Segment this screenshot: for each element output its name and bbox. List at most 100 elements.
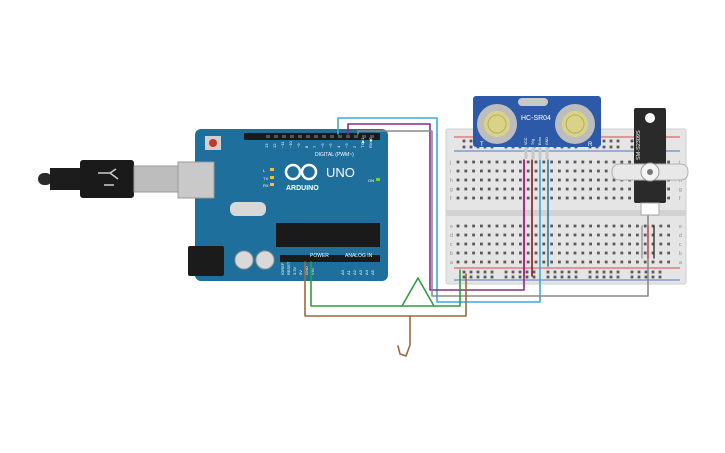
- breadboard-hole[interactable]: [487, 224, 491, 228]
- breadboard-hole[interactable]: [604, 242, 608, 246]
- breadboard-hole[interactable]: [581, 187, 585, 191]
- breadboard-hole[interactable]: [456, 260, 460, 264]
- digital-pin[interactable]: [274, 135, 278, 138]
- breadboard-hole[interactable]: [573, 233, 577, 237]
- rail-hole[interactable]: [567, 270, 571, 274]
- breadboard-hole[interactable]: [519, 224, 522, 228]
- breadboard-hole[interactable]: [628, 160, 631, 164]
- breadboard-hole[interactable]: [659, 224, 663, 228]
- breadboard-hole[interactable]: [519, 251, 522, 255]
- breadboard-hole[interactable]: [456, 169, 460, 173]
- digital-pin[interactable]: [314, 135, 318, 138]
- breadboard-hole[interactable]: [636, 233, 639, 237]
- digital-pin[interactable]: [306, 135, 310, 138]
- breadboard-hole[interactable]: [511, 160, 514, 164]
- rail-hole[interactable]: [595, 270, 599, 274]
- breadboard-hole[interactable]: [519, 178, 522, 182]
- rail-hole[interactable]: [651, 270, 655, 274]
- breadboard-hole[interactable]: [464, 260, 468, 264]
- servo-motor[interactable]: SM-S2309S: [611, 108, 689, 216]
- breadboard-hole[interactable]: [620, 224, 624, 228]
- breadboard-hole[interactable]: [480, 233, 483, 237]
- rail-hole[interactable]: [609, 270, 613, 274]
- breadboard-hole[interactable]: [651, 251, 655, 255]
- breadboard-hole[interactable]: [667, 233, 670, 237]
- breadboard-hole[interactable]: [558, 178, 561, 182]
- breadboard-hole[interactable]: [581, 178, 585, 182]
- breadboard-hole[interactable]: [589, 160, 592, 164]
- breadboard-hole[interactable]: [589, 251, 592, 255]
- breadboard-hole[interactable]: [573, 251, 577, 255]
- rail-hole[interactable]: [644, 275, 648, 279]
- breadboard-hole[interactable]: [651, 224, 655, 228]
- rail-hole[interactable]: [651, 275, 655, 279]
- breadboard-hole[interactable]: [456, 187, 460, 191]
- breadboard-hole[interactable]: [597, 260, 600, 264]
- rail-hole[interactable]: [469, 270, 473, 274]
- breadboard-hole[interactable]: [487, 160, 491, 164]
- breadboard-hole[interactable]: [480, 196, 483, 200]
- breadboard-hole[interactable]: [526, 233, 530, 237]
- breadboard-hole[interactable]: [573, 224, 577, 228]
- rail-hole[interactable]: [644, 270, 648, 274]
- rail-hole[interactable]: [567, 275, 571, 279]
- breadboard-hole[interactable]: [612, 224, 616, 228]
- breadboard-hole[interactable]: [550, 196, 553, 200]
- breadboard-hole[interactable]: [565, 260, 569, 264]
- breadboard-hole[interactable]: [472, 260, 475, 264]
- breadboard-hole[interactable]: [573, 260, 577, 264]
- breadboard-hole[interactable]: [456, 178, 460, 182]
- rail-hole[interactable]: [490, 270, 494, 274]
- breadboard-hole[interactable]: [480, 251, 483, 255]
- breadboard-hole[interactable]: [534, 187, 538, 191]
- breadboard-hole[interactable]: [503, 260, 507, 264]
- breadboard-hole[interactable]: [620, 160, 624, 164]
- breadboard-hole[interactable]: [573, 242, 577, 246]
- rail-hole[interactable]: [616, 145, 620, 149]
- breadboard-hole[interactable]: [503, 224, 507, 228]
- breadboard-hole[interactable]: [589, 196, 592, 200]
- rail-hole[interactable]: [504, 270, 508, 274]
- breadboard-hole[interactable]: [612, 233, 616, 237]
- breadboard-hole[interactable]: [526, 251, 530, 255]
- rail-hole[interactable]: [574, 275, 578, 279]
- breadboard-hole[interactable]: [597, 224, 600, 228]
- breadboard-hole[interactable]: [495, 160, 499, 164]
- rail-hole[interactable]: [560, 270, 564, 274]
- breadboard-hole[interactable]: [511, 242, 514, 246]
- rail-hole[interactable]: [469, 139, 473, 143]
- rail-hole[interactable]: [609, 145, 613, 149]
- breadboard-hole[interactable]: [495, 242, 499, 246]
- breadboard-hole[interactable]: [542, 233, 546, 237]
- digital-pin[interactable]: [362, 135, 366, 138]
- breadboard-hole[interactable]: [620, 233, 624, 237]
- rail-hole[interactable]: [553, 275, 557, 279]
- breadboard-hole[interactable]: [550, 169, 553, 173]
- breadboard-hole[interactable]: [667, 260, 670, 264]
- breadboard-hole[interactable]: [503, 196, 507, 200]
- rail-hole[interactable]: [630, 270, 634, 274]
- breadboard-hole[interactable]: [480, 187, 483, 191]
- breadboard-hole[interactable]: [503, 169, 507, 173]
- breadboard-hole[interactable]: [495, 224, 499, 228]
- breadboard-hole[interactable]: [503, 187, 507, 191]
- breadboard-hole[interactable]: [550, 242, 553, 246]
- rail-hole[interactable]: [602, 139, 606, 143]
- breadboard-hole[interactable]: [503, 233, 507, 237]
- breadboard-hole[interactable]: [550, 260, 553, 264]
- breadboard-hole[interactable]: [659, 233, 663, 237]
- rail-hole[interactable]: [483, 270, 487, 274]
- breadboard-hole[interactable]: [643, 233, 647, 237]
- digital-pin[interactable]: [322, 135, 326, 138]
- rail-hole[interactable]: [588, 270, 592, 274]
- breadboard-hole[interactable]: [503, 160, 507, 164]
- breadboard-hole[interactable]: [604, 260, 608, 264]
- breadboard-hole[interactable]: [604, 160, 608, 164]
- breadboard-hole[interactable]: [534, 224, 538, 228]
- rail-hole[interactable]: [511, 275, 515, 279]
- breadboard-hole[interactable]: [667, 187, 670, 191]
- breadboard-hole[interactable]: [534, 160, 538, 164]
- breadboard-hole[interactable]: [573, 160, 577, 164]
- breadboard-hole[interactable]: [456, 196, 460, 200]
